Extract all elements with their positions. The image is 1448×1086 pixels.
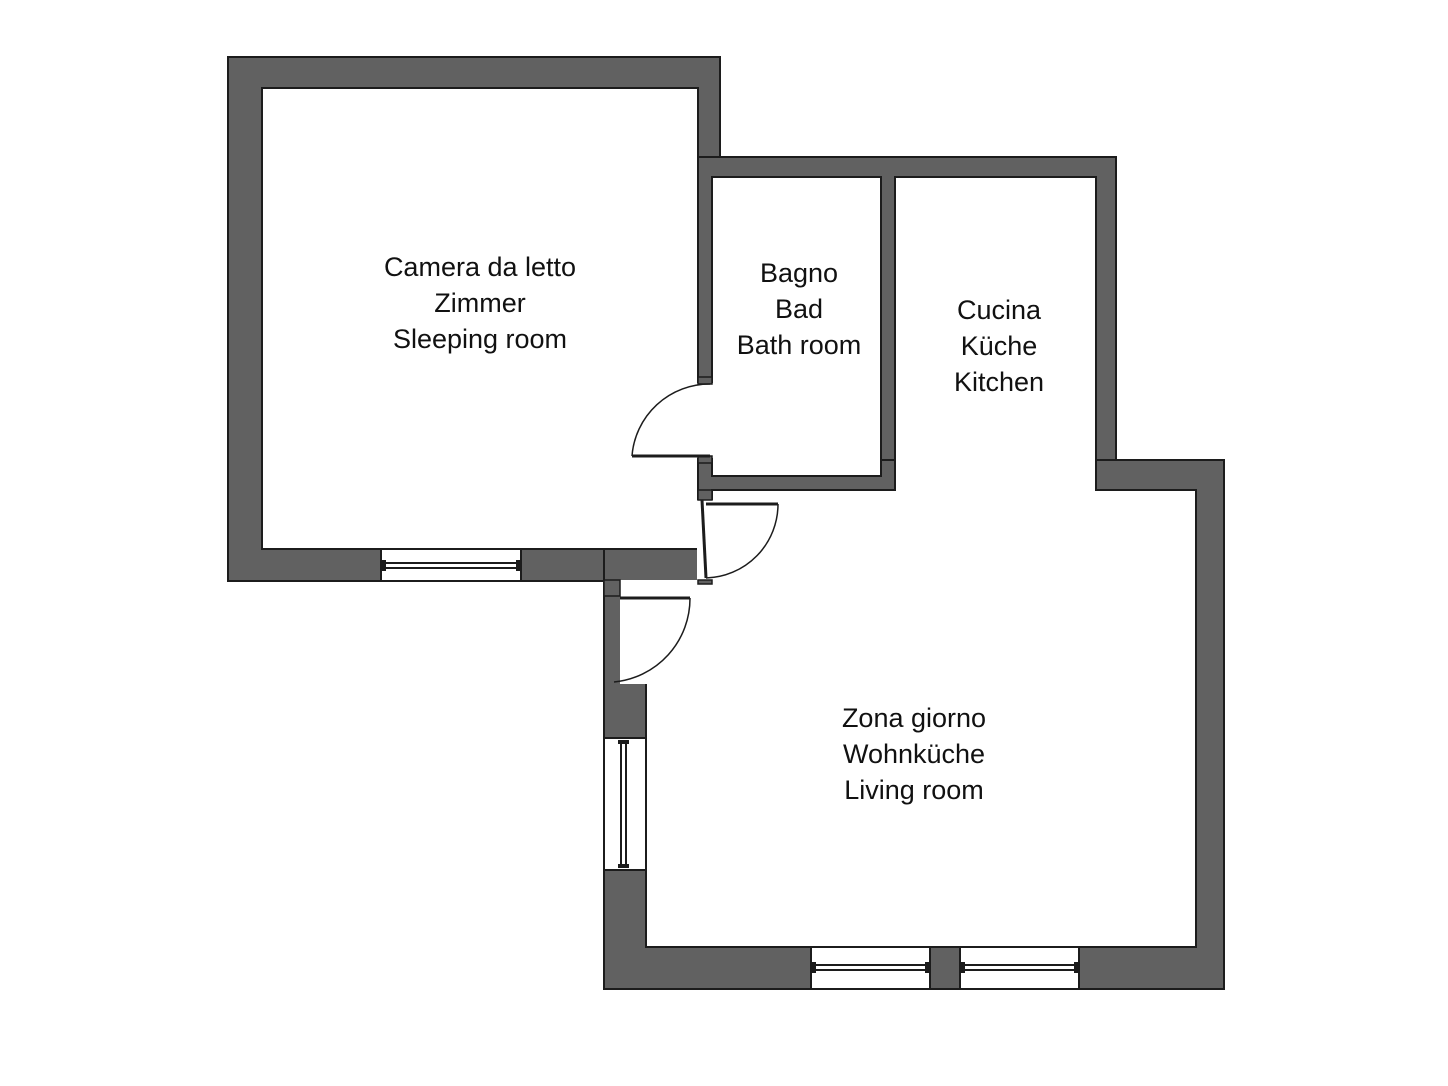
bedroom-label-italian: Camera da letto: [384, 252, 576, 282]
living-label-english: Living room: [844, 775, 984, 805]
bathroom-label-english: Bath room: [737, 330, 862, 360]
kitchen-label-english: Kitchen: [954, 367, 1044, 397]
bedroom-label-german: Zimmer: [434, 288, 525, 318]
bedroom-label-english: Sleeping room: [393, 324, 567, 354]
kitchen-label-german: Küche: [961, 331, 1038, 361]
bedroom-door: [700, 499, 779, 579]
kitchen-label-italian: Cucina: [957, 295, 1042, 325]
entry-door: [613, 596, 691, 683]
bedroom-floor: [261, 87, 699, 550]
living-label-italian: Zona giorno: [842, 703, 986, 733]
windows: [380, 548, 1080, 990]
bathroom-label: Bagno Bad Bath room: [737, 258, 862, 360]
kitchen-living-floor: [645, 176, 1197, 948]
entry-door-jamb-right: [697, 579, 713, 585]
bathroom-floor: [711, 176, 882, 477]
door-jambs: [603, 376, 713, 597]
doors: [613, 383, 779, 683]
entry-door-jamb: [603, 579, 621, 597]
living-bottom-window-2: [959, 946, 1080, 990]
corridor-floor: [620, 580, 714, 684]
bathroom-label-german: Bad: [775, 294, 823, 324]
room-labels: Camera da letto Zimmer Sleeping room Bag…: [384, 252, 1044, 805]
bathroom-door: [631, 383, 711, 458]
living-bottom-window-1: [810, 946, 931, 990]
bath-door-gap: [697, 383, 713, 458]
living-left-window: [603, 737, 647, 871]
bedroom-label: Camera da letto Zimmer Sleeping room: [384, 252, 576, 354]
floors: [261, 87, 1197, 948]
living-label-german: Wohnküche: [843, 739, 985, 769]
kitchen-label: Cucina Küche Kitchen: [954, 295, 1044, 397]
living-label: Zona giorno Wohnküche Living room: [842, 703, 986, 805]
bathroom-label-italian: Bagno: [760, 258, 838, 288]
bath-door-jamb-top: [697, 376, 713, 385]
bedroom-window: [380, 548, 522, 582]
bed-door-jamb-top: [697, 489, 713, 501]
